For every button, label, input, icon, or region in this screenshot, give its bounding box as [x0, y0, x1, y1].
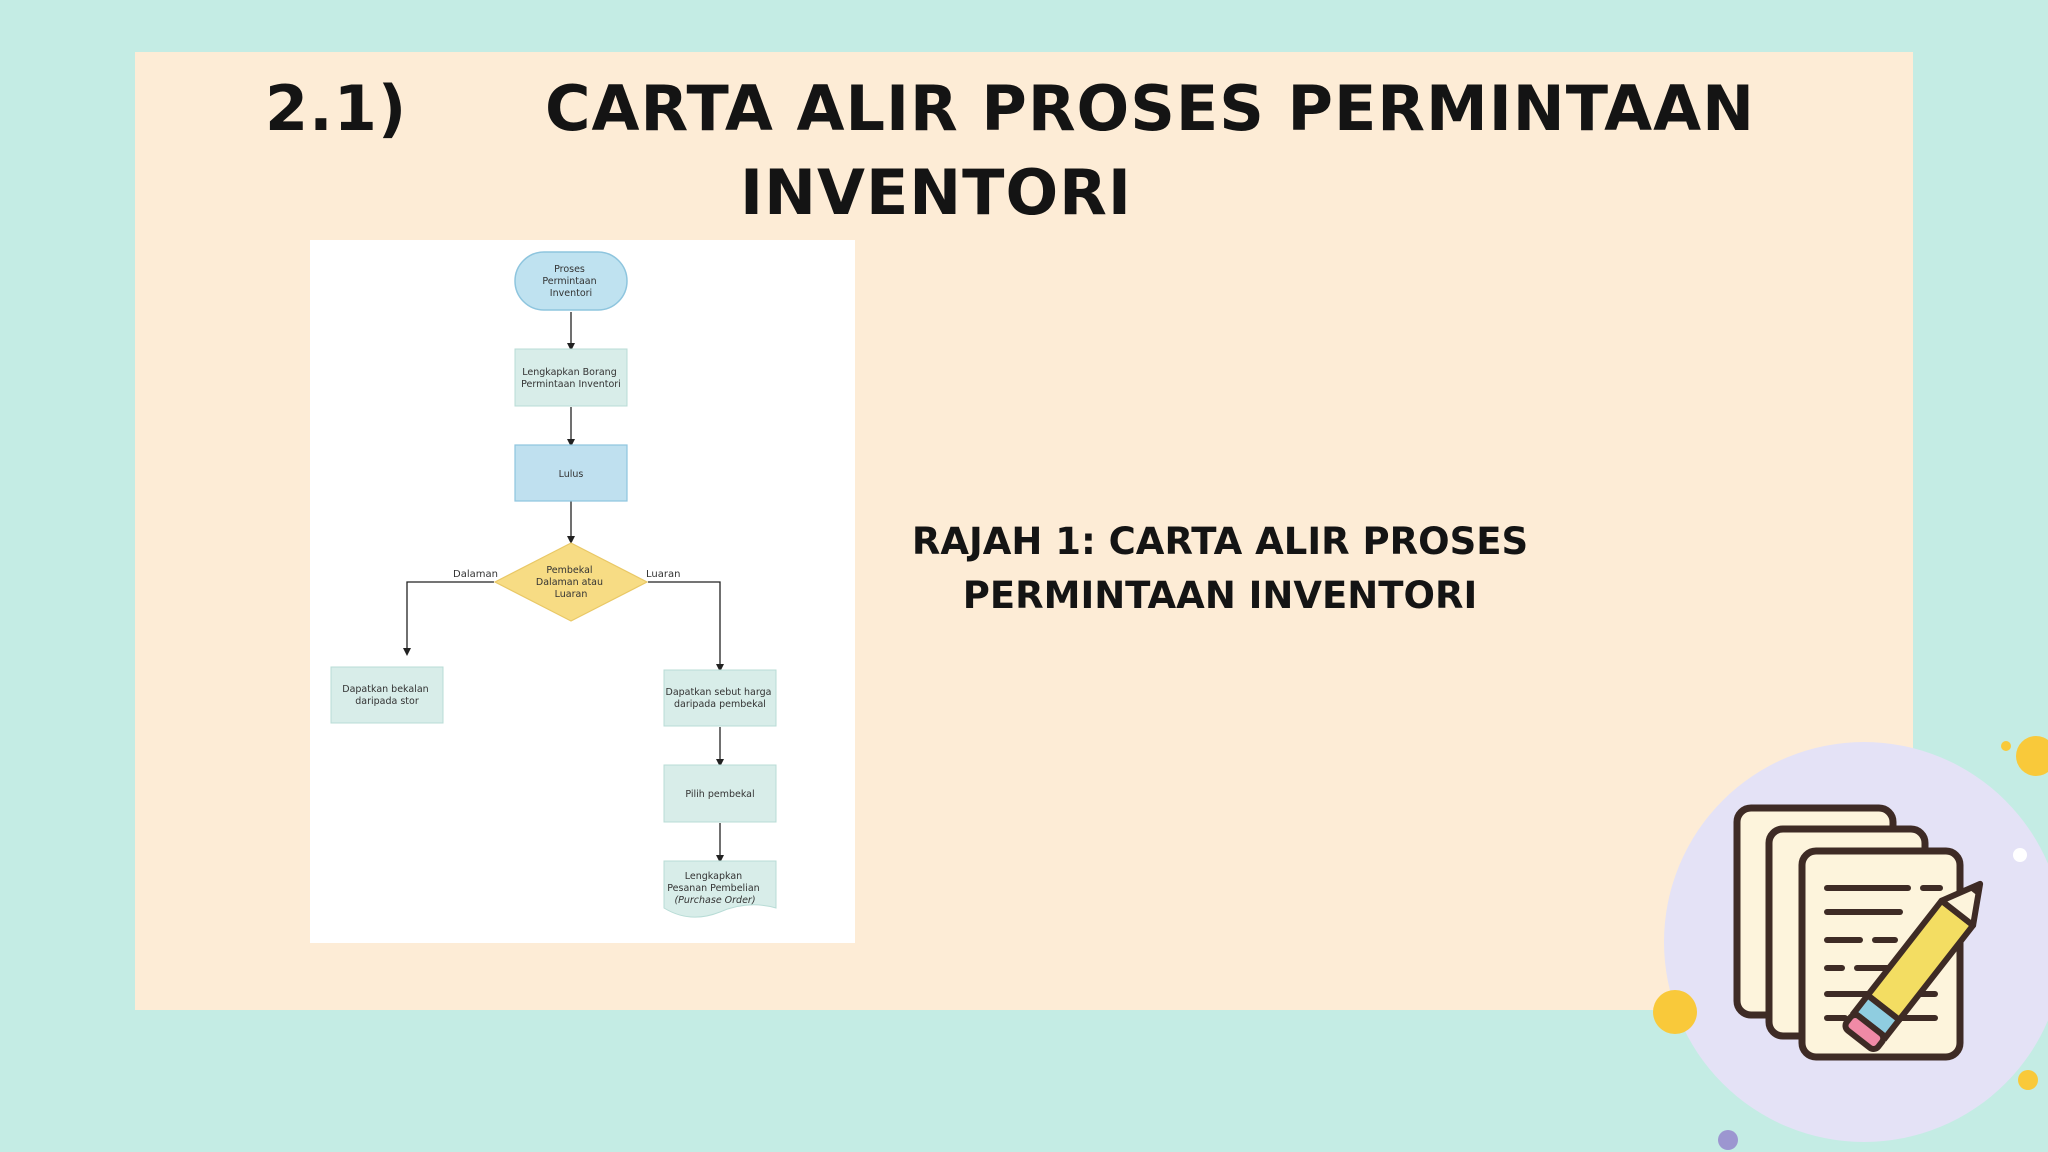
- flowchart-diagram: Proses Permintaan Inventori Lengkapkan B…: [330, 251, 777, 918]
- node-purchase-order-line2: Pesanan Pembelian: [667, 883, 759, 894]
- pencil-icon: [1842, 880, 1984, 1052]
- figure-caption: RAJAH 1: CARTA ALIR PROSES PERMINTAAN IN…: [880, 515, 1560, 623]
- arrow-decision-left: [403, 581, 494, 656]
- node-get-quotation-line2: daripada pembekal: [674, 699, 766, 710]
- decor-dot-yellow: [2016, 736, 2048, 776]
- decor-dot-yellow: [2018, 1070, 2038, 1090]
- node-start-line1: Proses: [554, 264, 585, 275]
- node-get-supply-from-store: Dapatkan bekalan daripada stor: [330, 666, 444, 724]
- node-approve: Lulus: [514, 444, 628, 502]
- svg-text:Dapatkan bekalan darip: Dapatkan bekalan daripada stor: [342, 684, 431, 707]
- node-choose-supplier: Pilih pembekal: [663, 764, 777, 823]
- node-purchase-order: Lengkapkan Pesanan Pembelian (Purchase O…: [663, 860, 777, 918]
- arrow-decision-right: [648, 581, 724, 672]
- documents-icon: [1733, 804, 1964, 1061]
- node-start-line3: Inventori: [550, 288, 592, 299]
- decor-dot-yellow: [1653, 990, 1697, 1034]
- svg-text:Pembekal Dalaman atau: Pembekal Dalaman atau Luaran: [536, 565, 606, 600]
- edge-label-external: Luaran: [646, 569, 680, 580]
- node-complete-form-line2: Permintaan Inventori: [521, 379, 621, 390]
- flow-connectors: [403, 312, 724, 863]
- flowchart-image: Proses Permintaan Inventori Lengkapkan B…: [310, 240, 855, 943]
- figure-caption-line1: RAJAH 1: CARTA ALIR PROSES: [911, 520, 1529, 563]
- node-start: Proses Permintaan Inventori: [514, 251, 628, 311]
- svg-text:Lengkapkan Borang Perm: Lengkapkan Borang Permintaan Inventori: [521, 367, 621, 390]
- section-number: 2.1): [265, 72, 408, 145]
- svg-text:Dapatkan sebut harga d: Dapatkan sebut harga daripada pembekal: [666, 687, 775, 710]
- figure-caption-line2: PERMINTAAN INVENTORI: [962, 574, 1478, 617]
- node-complete-form-line1: Lengkapkan Borang: [522, 367, 617, 378]
- node-decision-line1: Pembekal: [546, 565, 592, 576]
- svg-text:Proses Permintaan: Proses Permintaan Inventori: [542, 264, 599, 299]
- node-get-supply-line2: daripada stor: [355, 696, 419, 707]
- node-purchase-order-line3: (Purchase Order): [674, 895, 755, 906]
- node-get-quotation-line1: Dapatkan sebut harga: [666, 687, 772, 698]
- edge-label-internal: Dalaman: [453, 569, 498, 580]
- svg-text:Lulus: Lulus: [559, 469, 584, 480]
- node-complete-form: Lengkapkan Borang Permintaan Inventori: [514, 348, 628, 407]
- decor-dot-white: [2013, 848, 2027, 862]
- node-approve-label: Lulus: [559, 469, 584, 480]
- node-choose-supplier-label: Pilih pembekal: [685, 789, 754, 800]
- node-purchase-order-line1: Lengkapkan: [685, 871, 742, 882]
- svg-text:Pilih pembekal: Pilih pembekal: [685, 789, 754, 800]
- slide-title-line2: INVENTORI: [740, 156, 1132, 229]
- node-decision-supplier: Pembekal Dalaman atau Luaran: [493, 542, 649, 622]
- node-start-line2: Permintaan: [542, 276, 596, 287]
- svg-text:Lengkapkan Pesanan Pem: Lengkapkan Pesanan Pembelian (Purchase O…: [667, 871, 762, 906]
- node-get-quotation: Dapatkan sebut harga daripada pembekal: [663, 669, 777, 727]
- decor-dot-yellow: [2001, 741, 2011, 751]
- node-decision-line2: Dalaman atau: [536, 577, 603, 588]
- slide-title-line1: CARTA ALIR PROSES PERMINTAAN: [545, 72, 1756, 145]
- decor-dot-purple: [1718, 1130, 1738, 1150]
- node-decision-line3: Luaran: [555, 589, 588, 600]
- node-get-supply-line1: Dapatkan bekalan: [342, 684, 428, 695]
